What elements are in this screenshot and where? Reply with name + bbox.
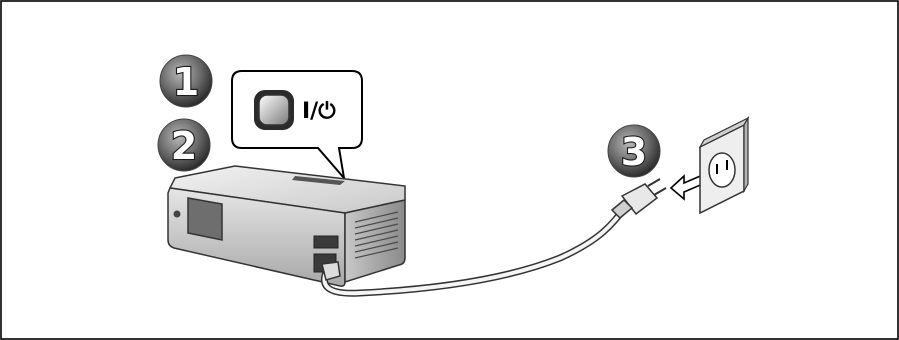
step-1-number: 1	[173, 60, 199, 104]
power-button-callout: I/⏻	[231, 70, 363, 182]
step-2-number: 2	[171, 124, 197, 168]
step-3-badge: 3	[607, 124, 661, 178]
step-1-badge: 1	[159, 54, 213, 108]
projector-icon	[167, 165, 406, 287]
power-cord-icon	[320, 178, 667, 297]
power-button-icon	[254, 90, 294, 130]
step-2-badge: 2	[157, 118, 211, 172]
wall-outlet-icon	[698, 115, 750, 215]
step-3-number: 3	[621, 130, 647, 174]
power-symbol-label: I/⏻	[302, 99, 336, 124]
